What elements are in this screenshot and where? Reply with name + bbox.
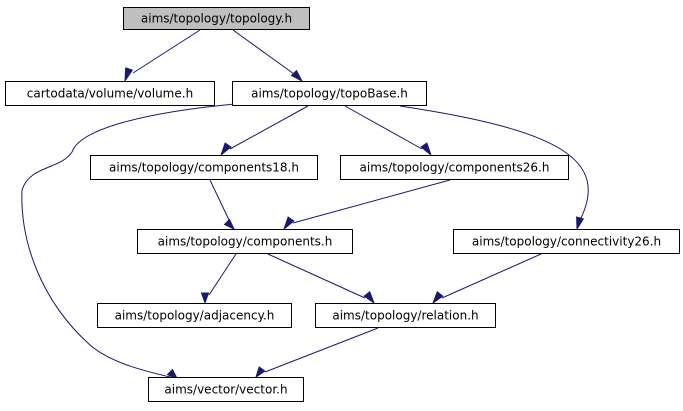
arrowhead-icon [124, 67, 134, 83]
node-label: aims/topology/components.h [158, 235, 333, 249]
arrowhead-icon [576, 216, 585, 231]
edge-line [399, 105, 589, 221]
node-box [97, 303, 292, 328]
edge-components_h-to-adjacency_h [200, 253, 237, 305]
node-vector-h[interactable]: aims/vector/vector.h [148, 377, 304, 402]
edge-line [232, 29, 295, 75]
node-adjacency-h[interactable]: aims/topology/adjacency.h [97, 303, 292, 328]
edge-line [264, 327, 379, 373]
node-components-h[interactable]: aims/topology/components.h [137, 229, 353, 254]
arrowhead-icon [200, 292, 210, 305]
edge-topobase_h-to-connectivity26_h [399, 105, 589, 231]
node-components18-h[interactable]: aims/topology/components18.h [90, 155, 318, 180]
node-label: aims/topology/relation.h [332, 309, 478, 323]
node-topology-h[interactable]: aims/topology/topology.h [123, 7, 310, 30]
node-relation-h[interactable]: aims/topology/relation.h [315, 303, 496, 328]
arrowhead-icon [223, 218, 236, 231]
arrowhead-icon [431, 291, 444, 305]
node-box [123, 7, 310, 30]
edge-line [441, 253, 542, 299]
edge-components_h-to-relation_h [267, 253, 376, 305]
edge-relation_h-to-vector_h [255, 327, 379, 379]
edges-layer [21, 29, 589, 382]
edge-connectivity26_h-to-relation_h [431, 253, 542, 305]
node-volume-h[interactable]: cartodata/volume/volume.h [5, 81, 215, 106]
node-box [340, 155, 569, 180]
edge-topobase_h-to-components18_h [219, 105, 309, 157]
edge-line [292, 179, 451, 224]
node-topobase-h[interactable]: aims/topology/topoBase.h [232, 81, 427, 106]
edge-line [209, 179, 230, 221]
node-box [232, 81, 427, 106]
arrowhead-icon [219, 142, 232, 157]
node-label: aims/topology/components26.h [360, 161, 550, 175]
node-label: aims/vector/vector.h [164, 383, 287, 397]
edge-components26_h-to-components_h [282, 179, 451, 231]
node-connectivity26-h[interactable]: aims/topology/connectivity26.h [453, 229, 680, 254]
edge-topology_h-to-volume_h [124, 29, 201, 83]
node-label: aims/topology/connectivity26.h [472, 235, 661, 249]
node-label: aims/topology/components18.h [109, 161, 299, 175]
node-label: cartodata/volume/volume.h [27, 87, 193, 101]
edge-line [344, 105, 423, 150]
edge-line [208, 253, 237, 296]
edge-topology_h-to-topobase_h [232, 29, 304, 83]
node-box [148, 377, 304, 402]
arrowhead-icon [290, 69, 304, 83]
arrowhead-icon [255, 366, 266, 379]
edge-line [229, 105, 309, 150]
arrowhead-icon [363, 291, 376, 305]
node-label: aims/topology/topology.h [141, 12, 292, 26]
node-box [90, 155, 318, 180]
node-label: aims/topology/adjacency.h [115, 309, 275, 323]
edge-line [132, 29, 201, 74]
nodes-layer: aims/topology/topology.h cartodata/volume… [5, 7, 680, 402]
node-box [315, 303, 496, 328]
edge-line [267, 253, 366, 299]
arrowhead-icon [282, 216, 295, 231]
node-box [453, 229, 680, 254]
node-components26-h[interactable]: aims/topology/components26.h [340, 155, 569, 180]
node-box [137, 229, 353, 254]
node-label: aims/topology/topoBase.h [251, 87, 408, 101]
edge-topobase_h-to-components26_h [344, 105, 433, 157]
edge-components18_h-to-components_h [209, 179, 236, 231]
edge-line [21, 103, 236, 378]
arrowhead-icon [420, 142, 433, 157]
node-box [5, 81, 215, 106]
